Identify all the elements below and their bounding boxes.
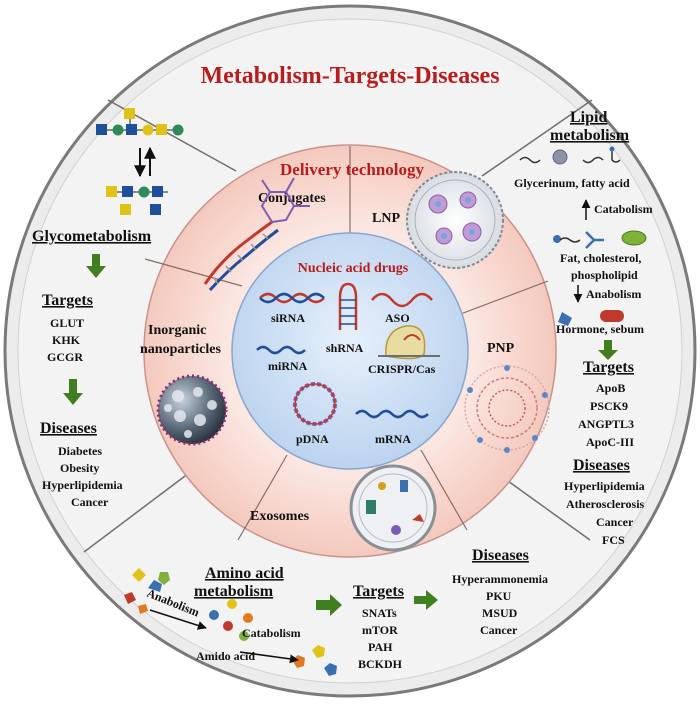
amino-amido: Amido acid <box>196 649 255 663</box>
shrna-icon <box>338 282 358 330</box>
lipid-glycerinum: Glycerinum, fatty acid <box>514 176 630 190</box>
pnp-label: PNP <box>487 341 515 356</box>
lipid-fat-icon <box>553 230 647 249</box>
lipid-disease-1: Atherosclerosis <box>566 497 645 511</box>
pdna-icon <box>293 382 337 426</box>
amino-heading-1: Amino acid <box>205 565 284 582</box>
amino-acid-shapes-icon <box>124 568 337 676</box>
mrna-icon <box>355 409 429 419</box>
lipid-fat-2: phospholipid <box>571 268 638 282</box>
lipid-disease-0: Hyperlipidemia <box>564 479 645 493</box>
mirna-icon <box>256 345 306 355</box>
crispr-cas-icon <box>378 325 440 360</box>
glyco-diseases-heading: Diseases <box>40 420 97 437</box>
lnp-particle-icon <box>406 171 504 269</box>
glyco-disease-3: Cancer <box>71 495 109 509</box>
glyco-target-1: KHK <box>52 333 81 347</box>
shrna-label: shRNA <box>326 341 364 355</box>
lipid-fat-1: Fat, cholesterol, <box>560 251 641 265</box>
lipid-product-icons <box>558 310 624 326</box>
aso-label: ASO <box>385 311 410 325</box>
lipid-target-1: PSCK9 <box>590 399 628 413</box>
inorganic-label-1: Inorganic <box>148 323 206 338</box>
amino-target-2: PAH <box>368 640 393 654</box>
amino-disease-1: PKU <box>486 589 512 603</box>
lipid-anabolism: Anabolism <box>586 287 641 301</box>
lipid-target-2: ANGPTL3 <box>578 417 634 431</box>
amino-diseases-heading: Diseases <box>472 547 529 564</box>
lipid-target-3: ApoC-III <box>586 435 634 449</box>
glyco-disease-1: Obesity <box>60 461 99 475</box>
delivery-dividers <box>144 146 549 541</box>
glyco-disease-0: Diabetes <box>58 444 102 458</box>
main-title: Metabolism-Targets-Diseases <box>200 63 499 89</box>
amino-targets-heading: Targets <box>353 583 404 600</box>
lipid-heading-2: metabolism <box>550 127 630 144</box>
lnp-label: LNP <box>372 211 400 226</box>
amino-right-arrow-2 <box>414 590 438 610</box>
amino-heading-2: metabolism <box>194 583 274 600</box>
sirna-icon <box>259 292 325 304</box>
nucleic-title: Nucleic acid drugs <box>298 261 409 276</box>
conjugates-label: Conjugates <box>258 191 326 206</box>
lipid-catabolism: Catabolism <box>594 202 653 216</box>
glyco-down-arrow-2 <box>63 379 83 405</box>
exosome-icon <box>349 464 437 552</box>
lipid-molecules-icon <box>519 146 621 165</box>
equilibrium-arrows-icon <box>134 146 156 178</box>
crispr-label: CRISPR/Cas <box>368 362 436 376</box>
amino-disease-0: Hyperammonemia <box>452 572 548 586</box>
exosomes-label: Exosomes <box>250 509 310 524</box>
lipid-hormone: Hormone, sebum <box>556 322 644 336</box>
mrna-label: mRNA <box>375 432 411 446</box>
amino-target-3: BCKDH <box>358 657 403 671</box>
pdna-label: pDNA <box>296 432 329 446</box>
glyco-heading: Glycometabolism <box>32 228 152 245</box>
pnp-particle-icon <box>464 365 550 453</box>
amino-catabolism-arrow <box>239 651 299 664</box>
delivery-title: Delivery technology <box>280 160 424 179</box>
lipid-down-arrow <box>598 340 618 360</box>
glyco-disease-2: Hyperlipidemia <box>42 478 123 492</box>
mirna-label: miRNA <box>268 359 308 373</box>
lipid-disease-3: FCS <box>602 533 625 547</box>
conjugate-dna-icon <box>203 177 310 292</box>
lipid-diseases-heading: Diseases <box>573 457 630 474</box>
amino-disease-3: Cancer <box>480 623 518 637</box>
glyco-targets-heading: Targets <box>42 292 93 309</box>
aso-icon <box>371 292 433 308</box>
inorganic-label-2: nanoparticles <box>140 342 221 357</box>
glyco-down-arrow-1 <box>86 254 106 278</box>
lipid-disease-2: Cancer <box>596 515 634 529</box>
amino-disease-2: MSUD <box>482 606 518 620</box>
lipid-target-0: ApoB <box>596 381 625 395</box>
amino-right-arrow-1 <box>316 594 342 616</box>
lipid-targets-heading: Targets <box>583 359 634 376</box>
glyco-target-2: GCGR <box>47 350 83 364</box>
glyco-target-0: GLUT <box>50 316 84 330</box>
lipid-heading-1: Lipid <box>570 109 607 126</box>
amino-target-0: SNATs <box>362 606 397 620</box>
sirna-label: siRNA <box>271 311 305 325</box>
amino-target-1: mTOR <box>362 623 398 637</box>
amino-anabolism-arrow <box>149 609 207 630</box>
glycan-chain-icon <box>96 108 184 215</box>
inorganic-nanoparticle-icon <box>156 374 228 446</box>
amino-catabolism: Catabolism <box>242 626 301 640</box>
